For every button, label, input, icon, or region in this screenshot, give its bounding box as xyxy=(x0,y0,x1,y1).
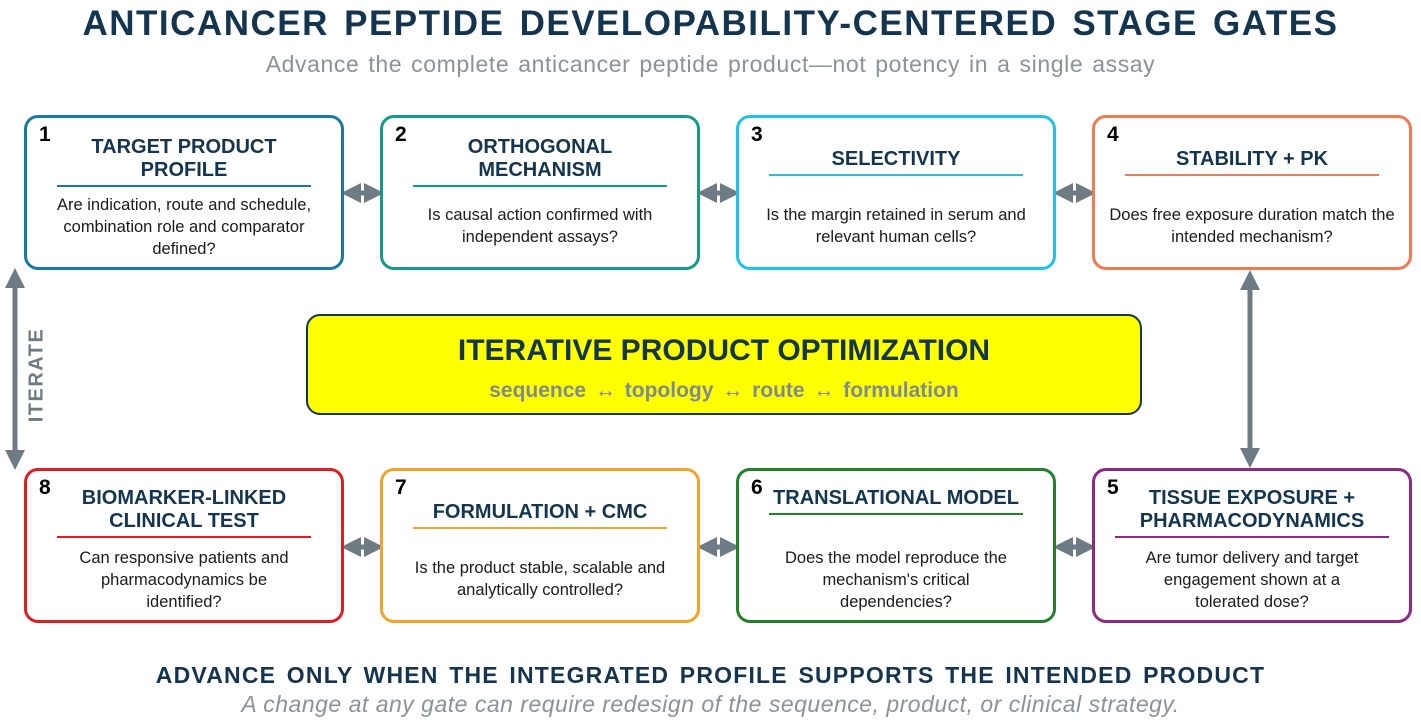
gate-title: TRANSLATIONAL MODEL xyxy=(769,487,1023,515)
iterative-optimization-box: ITERATIVE PRODUCT OPTIMIZATION sequence … xyxy=(306,314,1142,415)
gate-number: 6 xyxy=(751,476,763,499)
gate-title: SELECTIVITY xyxy=(769,148,1023,176)
gate-number: 1 xyxy=(39,123,51,146)
gate-question: Are tumor delivery and target engagement… xyxy=(1145,549,1359,611)
gate-number: 2 xyxy=(395,123,407,146)
gate-number: 5 xyxy=(1107,476,1119,499)
gate-4-stability-pk: 4 STABILITY + PK Does free exposure dura… xyxy=(1092,115,1412,270)
gate-title: TARGET PRODUCT PROFILE xyxy=(57,136,311,187)
gate-7-formulation-cmc: 7 FORMULATION + CMC Is the product stabl… xyxy=(380,468,700,623)
gate-title: FORMULATION + CMC xyxy=(413,501,667,529)
gate-question: Does the model reproduce the mechanism's… xyxy=(785,549,1007,611)
gate-title: BIOMARKER-LINKED CLINICAL TEST xyxy=(57,487,311,538)
footer-sub: A change at any gate can require redesig… xyxy=(241,691,1180,717)
gate-2-orthogonal-mechanism: 2 ORTHOGONAL MECHANISM Is causal action … xyxy=(380,115,700,270)
gate-6-translational-model: 6 TRANSLATIONAL MODEL Does the model rep… xyxy=(736,468,1056,623)
center-subtitle: sequence ↔ topology ↔ route ↔ formulatio… xyxy=(489,379,959,402)
page-subtitle: Advance the complete anticancer peptide … xyxy=(265,51,1156,77)
gate-question: Is the margin retained in serum and rele… xyxy=(766,206,1026,246)
gate-number: 7 xyxy=(395,476,407,499)
iterate-label: ITERATE xyxy=(25,327,48,423)
gate-8-biomarker-clinical-test: 8 BIOMARKER-LINKED CLINICAL TEST Can res… xyxy=(24,468,344,623)
footer-main: ADVANCE ONLY WHEN THE INTEGRATED PROFILE… xyxy=(155,662,1266,688)
gate-question: Does free exposure duration match the in… xyxy=(1109,206,1395,246)
gate-title: STABILITY + PK xyxy=(1125,148,1379,176)
gate-number: 4 xyxy=(1107,123,1119,146)
gate-question: Can responsive patients and pharmacodyna… xyxy=(79,549,289,611)
gate-3-selectivity: 3 SELECTIVITY Is the margin retained in … xyxy=(736,115,1056,270)
gate-5-tissue-exposure: 5 TISSUE EXPOSURE + PHARMACODYNAMICS Are… xyxy=(1092,468,1412,623)
gate-title: ORTHOGONAL MECHANISM xyxy=(413,136,667,187)
page-title: ANTICANCER PEPTIDE DEVELOPABILITY-CENTER… xyxy=(82,4,1339,43)
gate-question: Is the product stable, scalable and anal… xyxy=(414,559,666,599)
gate-question: Is causal action confirmed with independ… xyxy=(427,206,653,246)
gate-1-target-product-profile: 1 TARGET PRODUCT PROFILE Are indication,… xyxy=(24,115,344,270)
gate-number: 3 xyxy=(751,123,763,146)
gate-title: TISSUE EXPOSURE + PHARMACODYNAMICS xyxy=(1115,487,1389,538)
gate-number: 8 xyxy=(39,476,51,499)
gate-question: Are indication, route and schedule, comb… xyxy=(56,196,312,258)
center-title: ITERATIVE PRODUCT OPTIMIZATION xyxy=(457,334,991,367)
